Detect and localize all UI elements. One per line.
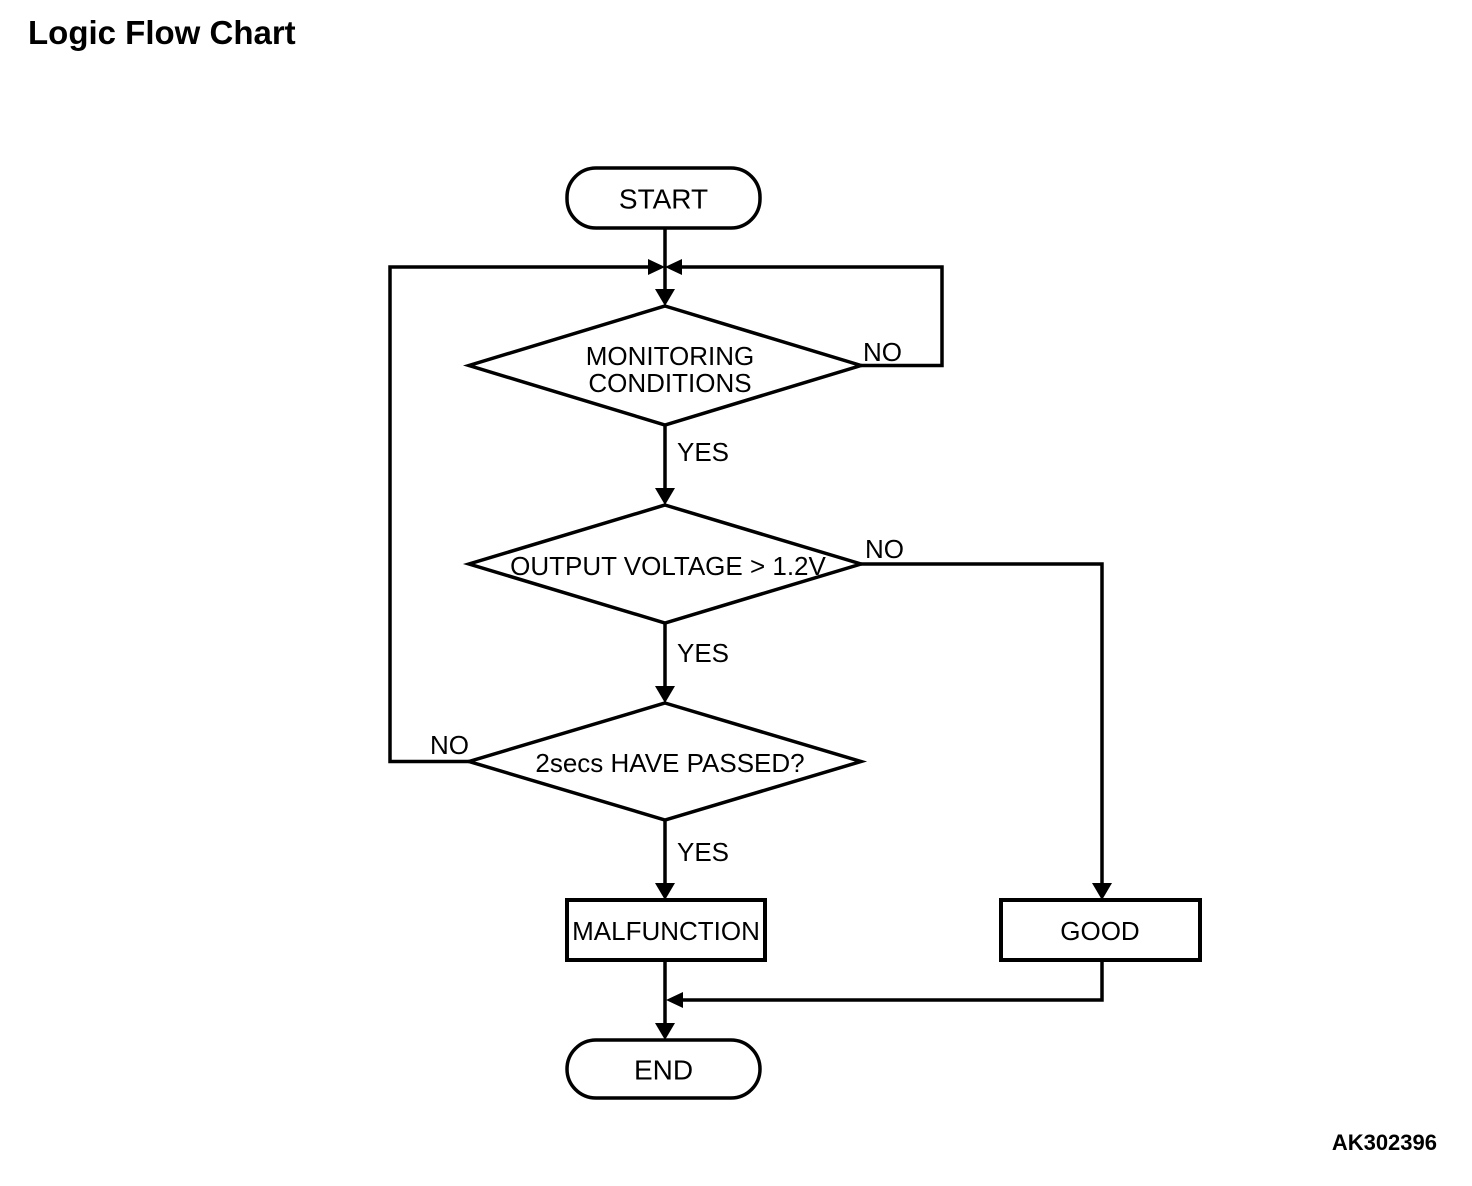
monitoring-label-line1: MONITORING: [586, 341, 755, 371]
edge-monitoring-no-loop: [680, 265, 944, 368]
malfunction-node: [565, 898, 767, 962]
arrowhead-right-merge-icon: [665, 259, 682, 275]
figure-code: AK302396: [1331, 1130, 1437, 1155]
start-label: START: [619, 184, 708, 215]
passed-label: 2secs HAVE PASSED?: [535, 748, 804, 778]
end-label: END: [634, 1055, 693, 1086]
good-label: GOOD: [1060, 916, 1139, 946]
arrowhead-into-good-icon: [1092, 883, 1112, 900]
monitoring-no-label: NO: [863, 337, 902, 367]
voltage-no-label: NO: [865, 534, 904, 564]
edge-passed-no-loop: [388, 265, 650, 764]
passed-no-label: NO: [430, 730, 469, 760]
arrowhead-good-merge-icon: [666, 992, 683, 1008]
monitoring-label-line2: CONDITIONS: [588, 368, 751, 398]
voltage-label: OUTPUT VOLTAGE > 1.2V: [510, 551, 826, 581]
arrowhead-into-monitoring-icon: [655, 289, 675, 306]
voltage-decision-diamond: [462, 503, 868, 625]
passed-yes-label: YES: [677, 837, 729, 867]
page-title: Logic Flow Chart: [28, 14, 296, 51]
malfunction-label: MALFUNCTION: [572, 916, 760, 946]
arrowhead-into-end-icon: [655, 1023, 675, 1040]
arrowhead-left-merge-icon: [648, 259, 665, 275]
start-node: [565, 166, 762, 230]
arrowhead-into-malfunction-icon: [655, 883, 675, 900]
edge-good-to-end-merge: [682, 960, 1104, 1002]
end-node: [565, 1038, 762, 1100]
monitoring-decision-diamond: [462, 304, 868, 427]
edge-voltage-no-to-good: [861, 562, 1104, 885]
arrowhead-into-passed-icon: [655, 686, 675, 703]
voltage-yes-label: YES: [677, 638, 729, 668]
good-node: [999, 898, 1202, 962]
passed-decision-diamond: [462, 701, 868, 822]
arrowhead-into-voltage-icon: [655, 488, 675, 505]
monitoring-yes-label: YES: [677, 437, 729, 467]
